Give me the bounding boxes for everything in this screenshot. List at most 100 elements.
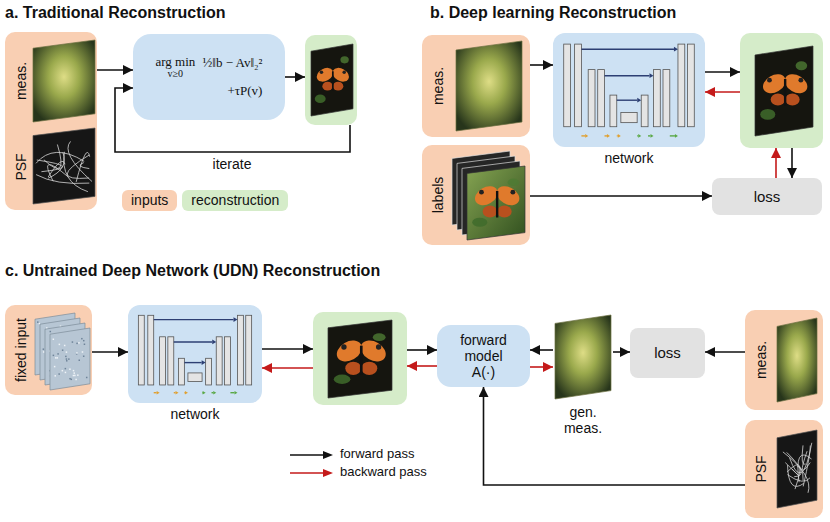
legend-label: backward pass	[340, 464, 427, 479]
formula-term: arg min	[156, 55, 196, 70]
node-label: PSF	[13, 153, 29, 180]
node-label: meas.	[13, 62, 29, 100]
psf-background	[33, 128, 95, 204]
image-background	[755, 46, 813, 136]
caustic-line	[64, 152, 88, 192]
legend-item: forward pass	[288, 446, 414, 462]
connector-arrow	[92, 351, 128, 353]
node-label: loss	[654, 344, 681, 361]
flow-arrow	[791, 148, 793, 178]
fixed-input-box: fixed input	[5, 305, 92, 395]
reconstruction-box	[740, 33, 823, 148]
formula-term: +τP(v)	[228, 84, 263, 99]
reconstruction-box	[313, 312, 407, 405]
caustic-line	[802, 451, 810, 470]
connector-arrow	[97, 69, 133, 71]
reconstruction-image	[467, 166, 525, 240]
optimization-box: arg minv≥0 ½‖b − Av‖₂² +τP(v)	[133, 34, 285, 120]
legend-label: forward pass	[340, 446, 414, 461]
measurement-box: meas.	[745, 310, 823, 410]
legend-label: inputs	[131, 192, 168, 208]
reconstruction-box	[305, 35, 357, 125]
legend-swatch: reconstruction	[182, 190, 288, 211]
node-illustration	[553, 313, 613, 401]
unet-illustration	[564, 44, 695, 138]
node-label: gen. meas.	[551, 404, 615, 436]
input-panel: meas. PSF	[5, 32, 97, 210]
node-label: network	[170, 406, 219, 422]
legend-item: backward pass	[288, 464, 427, 480]
network-box: network	[553, 33, 705, 147]
node-label: labels	[430, 177, 446, 214]
caustic-line	[80, 163, 89, 169]
caustic-line	[48, 152, 64, 178]
node-label: fixed input	[13, 318, 29, 382]
flow-arrow	[705, 91, 740, 93]
flow-arrow	[262, 367, 313, 369]
image-background	[311, 44, 353, 116]
node-label: PSF	[753, 455, 769, 482]
node-illustration	[553, 33, 705, 147]
unet-illustration	[138, 315, 251, 394]
node-illustration	[5, 32, 97, 210]
generated-measurement: gen. meas.	[553, 313, 613, 401]
connector-arrow	[530, 195, 712, 197]
legend-label: reconstruction	[191, 192, 279, 208]
butterfly	[472, 182, 523, 217]
measurement-image	[456, 41, 522, 131]
connector-arrow	[530, 64, 553, 66]
measurement-image	[777, 318, 817, 402]
caustic-line	[44, 145, 61, 169]
connector-arrow	[530, 366, 553, 368]
node-label: loss	[754, 188, 781, 205]
panel-title: c. Untrained Deep Network (UDN) Reconstr…	[5, 262, 380, 280]
formula-term: ½‖b − Av‖₂²	[203, 56, 263, 71]
panel-title: b. Deep learning Reconstruction	[430, 4, 676, 22]
caustic-line	[37, 160, 63, 172]
image-background	[467, 166, 525, 240]
connector-arrow	[613, 351, 630, 353]
psf-image	[777, 430, 817, 508]
reconstruction-image	[755, 46, 813, 136]
legend-arrow-sample	[288, 450, 334, 460]
measurement-box: meas.	[422, 35, 530, 137]
flow-arrow	[705, 71, 740, 73]
noise-background	[50, 328, 90, 390]
connector-arrow	[530, 349, 553, 351]
measurement-image	[555, 315, 611, 399]
caustic-line	[787, 452, 801, 476]
caustic-line	[788, 465, 804, 486]
node-label: forward model	[445, 332, 522, 364]
caustic-line	[787, 465, 800, 489]
loss-box: loss	[630, 328, 705, 378]
labels-box: labels	[422, 145, 530, 245]
connector-arrow	[484, 387, 746, 485]
formula-term: v≥0	[168, 68, 184, 80]
psf-background	[777, 430, 817, 508]
caustic-line	[67, 155, 89, 178]
flow-arrow	[407, 365, 437, 367]
noise-image	[50, 328, 90, 390]
caustic-line	[48, 165, 69, 182]
butterfly	[760, 70, 811, 105]
forward-model-box: forward modelA(·)	[437, 325, 530, 387]
node-label: meas.	[753, 341, 769, 379]
flow-arrow	[775, 148, 777, 178]
butterfly	[314, 65, 351, 90]
legend-swatch: inputs	[122, 190, 177, 211]
caustic-line	[68, 141, 92, 181]
node-illustration	[128, 305, 262, 403]
reconstruction-image	[311, 44, 353, 116]
image-background	[328, 320, 392, 398]
node-label: A(·)	[472, 364, 495, 380]
loss-box: loss	[712, 178, 822, 215]
flow-arrow	[285, 76, 305, 78]
psf-image	[33, 128, 95, 204]
measurement-image	[33, 40, 95, 122]
node-label: network	[604, 150, 653, 166]
reconstruction-image	[328, 320, 392, 398]
panel-title: a. Traditional Reconstruction	[5, 4, 225, 22]
psf-box: PSF	[745, 420, 823, 518]
